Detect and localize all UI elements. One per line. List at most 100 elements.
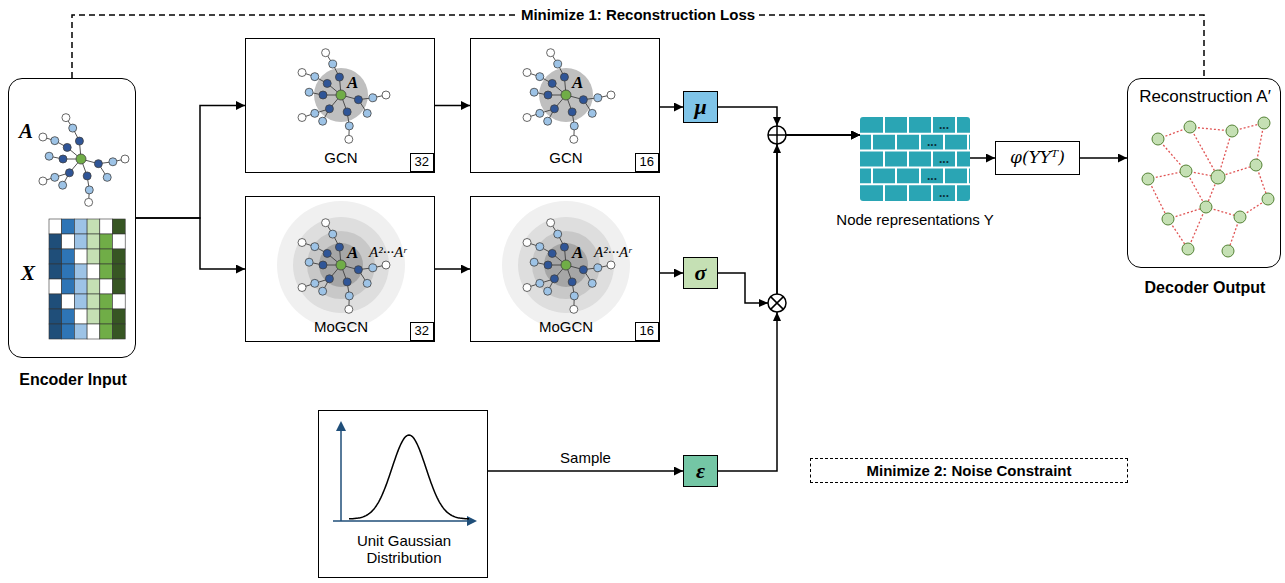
connector [136,106,245,219]
graph-node [319,261,327,269]
feature-matrix-cell [74,309,87,324]
feature-matrix-cell [62,264,75,279]
graph-node [561,260,571,270]
neighborhood-disk [277,201,405,329]
feature-matrix-cell [49,309,62,324]
graph-node [561,90,571,100]
dimension-badge: 16 [635,322,659,341]
grid-line [860,166,970,168]
feature-matrix-cell [113,279,126,294]
graph-node [382,91,390,99]
connector [970,157,995,159]
graph-node [548,249,556,257]
graph-node [59,181,67,189]
graph-node [1200,201,1212,213]
decoder-formula: φ(YYᵀ) [1010,148,1065,168]
feature-matrix-cell [113,264,126,279]
graph-node [1184,121,1196,133]
connector [435,268,470,270]
feature-matrix-cell [74,264,87,279]
graph-node [1258,117,1270,129]
feature-matrix-cell [113,324,126,339]
graph-node [382,261,390,269]
feature-matrix-cell [113,249,126,264]
matrix-symbol: X [21,261,35,285]
feature-matrix-cell [49,279,62,294]
graph-node [69,124,77,132]
illustration [1128,79,1280,267]
arrowhead [773,144,781,153]
product-symbol [771,297,784,310]
connector [660,272,683,274]
graph-node [363,109,371,117]
graph-node [298,114,306,122]
neighborhood-disk [518,217,614,313]
gaussian-curve [349,435,469,519]
graph-node [75,137,83,145]
graph-node [323,249,331,257]
grid-line [919,167,921,184]
feature-matrix-cell [100,309,113,324]
axis [333,520,469,522]
feature-matrix-cell [62,219,75,234]
feature-matrix-cell [100,219,113,234]
connector [1080,157,1127,159]
matrix-symbol: A [19,119,33,143]
graph-node [544,261,552,269]
graph-node [311,73,319,81]
grid-line [931,184,933,201]
feature-matrix-cell [62,249,75,264]
product-symbol [768,294,786,312]
encoder-input-box: AXEncoder Input [8,78,136,358]
graph-node [345,122,353,130]
graph-node [554,230,562,238]
graph-node [305,258,313,266]
connector [718,107,860,135]
graph-node [544,287,552,295]
connector [435,105,470,107]
graph-node [536,109,544,117]
feature-matrix-cell [100,294,113,309]
graph-node [530,258,538,266]
graph-node [109,158,117,166]
grid-line [860,133,970,135]
ellipsis: ... [927,170,937,182]
box-caption: Decoder Output [1145,279,1266,297]
graph-node [570,292,578,300]
grid-line [895,167,897,184]
illustration [860,117,970,201]
graph-node [568,108,576,116]
grid-line [931,117,933,134]
loss-name: Minimize 2: Noise Constraint [866,462,1071,479]
power-series: A²···Aʳ [594,244,631,261]
grid-line [967,134,969,151]
graph-node [345,135,353,143]
connector [718,135,860,471]
graph-node [103,173,111,181]
connector [660,106,683,108]
graph-node [59,155,67,163]
graph-node [85,186,93,194]
neighborhood-disk [293,217,389,313]
grid-line [871,134,873,151]
box-caption: Node representations Y [836,211,993,228]
feature-matrix-cell [74,279,87,294]
graph-node [319,287,327,295]
graph-node [1226,125,1238,137]
mogcn-layer-box: AA²···AʳMoGCN16 [470,196,660,342]
graph-node [39,133,47,141]
graph-node [62,114,70,122]
reconstructed-edge [1188,207,1206,249]
gcn-layer-box: AGCN32 [245,38,435,173]
product-symbol [771,297,784,310]
graph-node [319,117,327,125]
box-heading: Reconstruction A′ [1139,87,1271,107]
neighborhood-disk [544,243,588,287]
graph-node [536,243,544,251]
graph-node [369,94,377,102]
connector [488,470,683,472]
reconstructed-edge [1190,127,1218,177]
graph-node [570,122,578,130]
graph-node [343,278,351,286]
feature-matrix-cell [100,324,113,339]
